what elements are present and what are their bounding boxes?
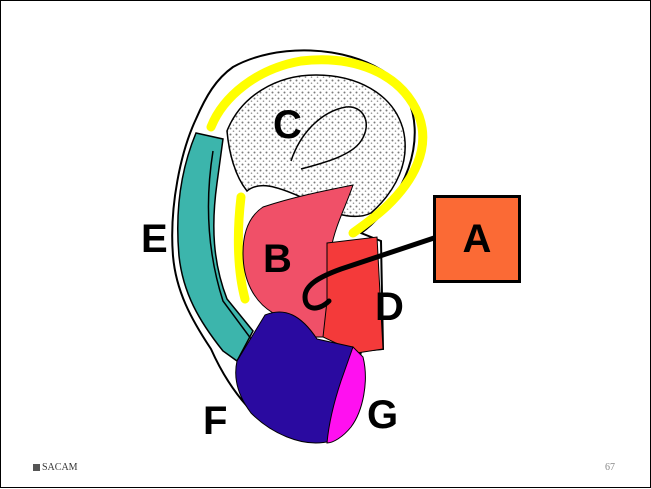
label-a: A	[463, 217, 492, 262]
page-number: 67	[605, 462, 615, 473]
label-a-box: A	[433, 195, 521, 283]
label-g: G	[367, 395, 398, 435]
footer-org-text: SACAM	[42, 462, 78, 473]
label-d: D	[375, 287, 404, 327]
label-e: E	[141, 219, 168, 259]
label-b: B	[263, 239, 292, 279]
logo-square-icon	[33, 464, 40, 471]
label-f: F	[203, 401, 227, 441]
label-c: C	[273, 105, 302, 145]
region-d	[323, 237, 383, 353]
footer-org: SACAM	[33, 462, 78, 473]
